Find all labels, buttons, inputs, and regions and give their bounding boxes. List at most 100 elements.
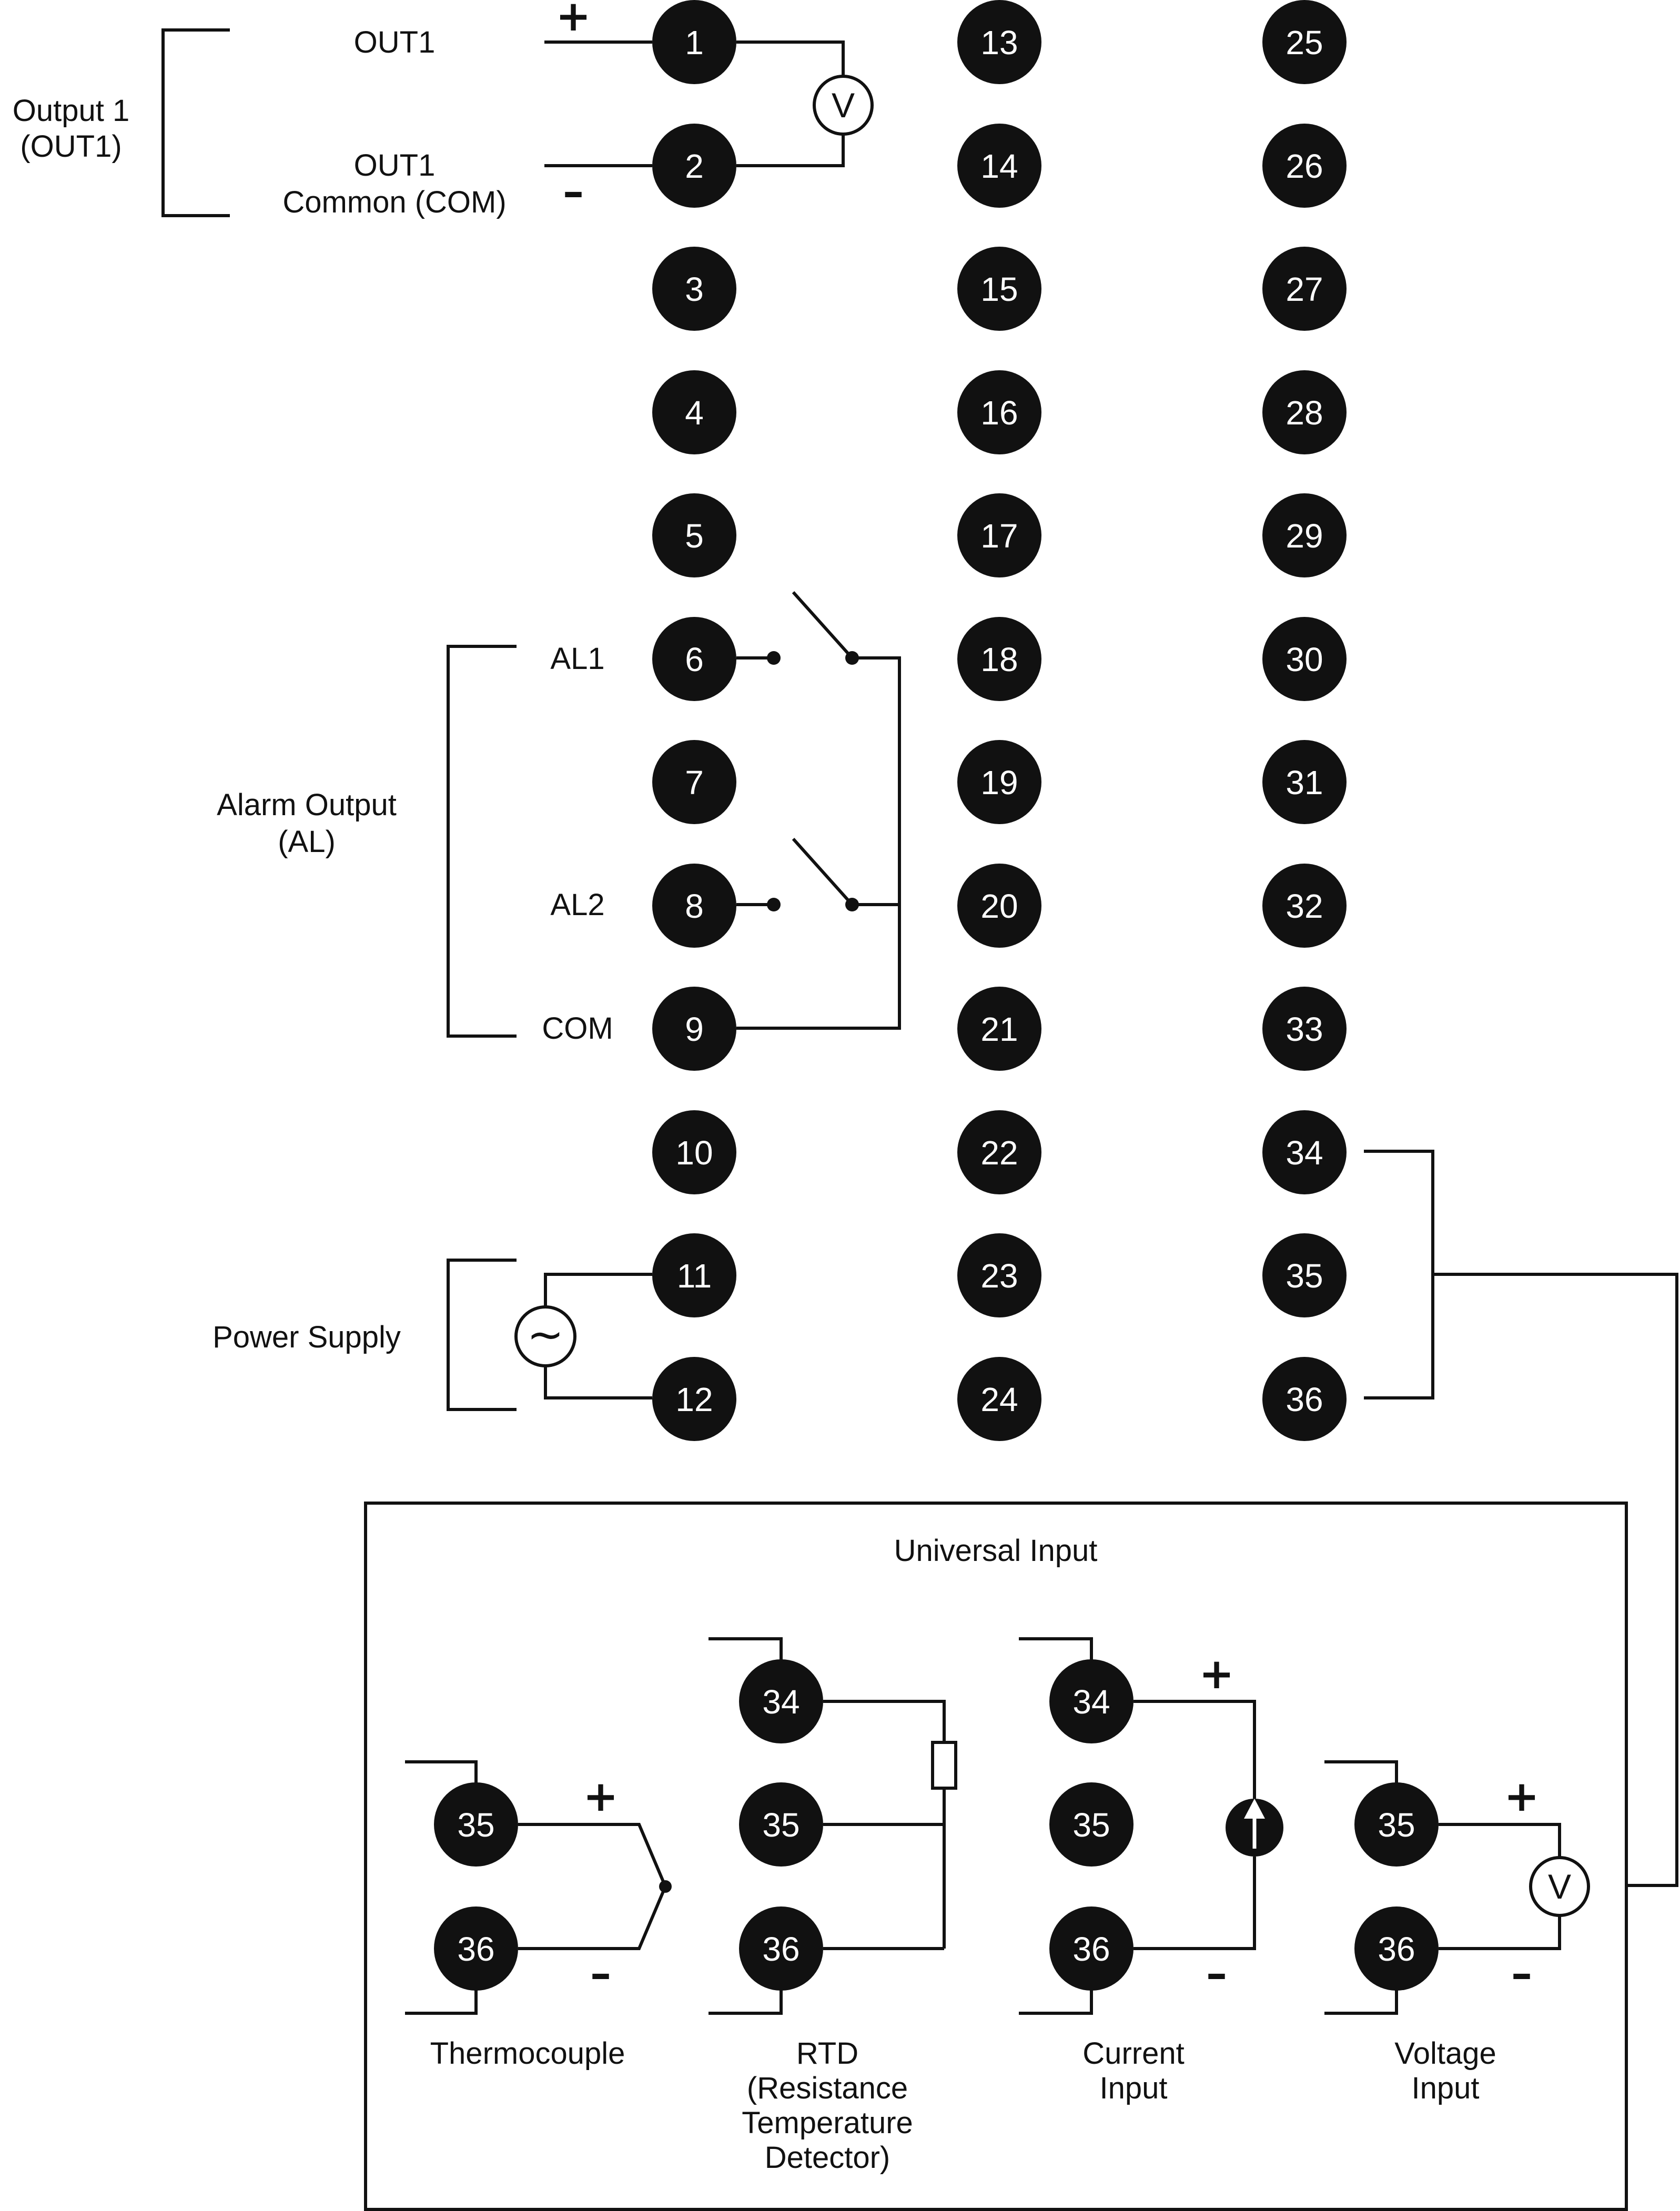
- terminal-31-circle: [1262, 740, 1347, 824]
- power-group: Power Supply ~: [212, 1259, 652, 1411]
- power-wire-top: [544, 1273, 652, 1306]
- output1-group-label: Output 1: [13, 94, 129, 128]
- current-terminal-35: 35: [1049, 1782, 1134, 1867]
- input-bus-lead: [1433, 1273, 1678, 1887]
- universal-input-frame: [364, 1502, 1628, 2211]
- thermocouple-terminal-36-circle: [434, 1906, 518, 1991]
- terminal-16: 16: [957, 370, 1041, 454]
- terminal-34: 34: [1262, 1110, 1347, 1194]
- terminal-12: 12: [652, 1357, 736, 1441]
- terminal-17-circle: [957, 493, 1041, 577]
- terminal-7: 7: [652, 740, 736, 824]
- terminal-7-circle: [652, 740, 736, 824]
- terminal-33: 33: [1262, 987, 1347, 1071]
- terminal-15-circle: [957, 247, 1041, 331]
- al2-relay-switch-icon: [792, 837, 854, 906]
- current-minus-sign: –: [1206, 1949, 1227, 1998]
- terminal-22-number: 22: [980, 1134, 1018, 1172]
- output1-group-sublabel: (OUT1): [20, 129, 122, 164]
- terminal-31: 31: [1262, 740, 1347, 824]
- out1-common-label-line2: Common (COM): [282, 185, 506, 219]
- terminal-4-number: 4: [685, 394, 704, 432]
- terminal-4-circle: [652, 370, 736, 454]
- terminal-24-circle: [957, 1357, 1041, 1441]
- terminal-10-circle: [652, 1110, 736, 1194]
- al1-label: AL1: [550, 642, 604, 676]
- terminal-19-circle: [957, 740, 1041, 824]
- terminal-22: 22: [957, 1110, 1041, 1194]
- terminal-22-circle: [957, 1110, 1041, 1194]
- terminal-20: 20: [957, 864, 1041, 948]
- terminal-14-circle: [957, 124, 1041, 208]
- terminal-19: 19: [957, 740, 1041, 824]
- alarm-com-label: COM: [542, 1011, 613, 1046]
- rtd-terminal-35: 35: [739, 1782, 823, 1867]
- alarm-common-bus: [736, 656, 901, 1030]
- rtd-terminal-35-circle: [739, 1782, 823, 1867]
- terminal-18-circle: [957, 617, 1041, 701]
- al2-label: AL2: [550, 888, 604, 922]
- voltage-terminal-35: 35: [1354, 1782, 1439, 1867]
- terminal-6: 6: [652, 617, 736, 701]
- out1-minus-sign: –: [563, 167, 584, 216]
- terminal-27-number: 27: [1286, 270, 1323, 308]
- terminal-30: 30: [1262, 617, 1347, 701]
- terminal-5: 5: [652, 493, 736, 577]
- terminal-33-circle: [1262, 987, 1347, 1071]
- thermocouple-junction-dot: [659, 1880, 672, 1893]
- terminal-3: 3: [652, 247, 736, 331]
- terminal-30-number: 30: [1286, 641, 1323, 678]
- current-label-line1: Current: [1082, 2036, 1184, 2071]
- terminal-32-circle: [1262, 864, 1347, 948]
- terminal-3-circle: [652, 247, 736, 331]
- terminal-33-number: 33: [1286, 1010, 1323, 1048]
- terminal-12-number: 12: [675, 1381, 713, 1418]
- terminal-9-circle: [652, 987, 736, 1071]
- thermocouple-terminal-35: 35: [434, 1782, 518, 1867]
- current-source-arrow-head: [1244, 1799, 1265, 1819]
- resistor-icon: [931, 1741, 957, 1790]
- voltage-input-group: V + – Voltage Input: [1324, 1760, 1590, 2105]
- terminal-2-circle: [652, 124, 736, 208]
- voltage-meter-symbol: V: [1548, 1867, 1571, 1906]
- thermocouple-terminal-35-number: 35: [457, 1806, 494, 1844]
- current-terminal-34-circle: [1049, 1659, 1134, 1743]
- terminal-6-circle: [652, 617, 736, 701]
- terminal-25-circle: [1262, 0, 1347, 84]
- terminal-13-number: 13: [980, 24, 1018, 62]
- thermocouple-label: Thermocouple: [430, 2036, 625, 2071]
- terminal-23: 23: [957, 1233, 1041, 1317]
- rtd-terminal-34-number: 34: [762, 1683, 799, 1721]
- terminal-32-number: 32: [1286, 887, 1323, 925]
- rtd-wire-34: [823, 1700, 946, 1742]
- rtd-label-line2: (Resistance: [747, 2071, 908, 2105]
- terminal-23-number: 23: [980, 1257, 1018, 1295]
- rtd-lead-bottom: [709, 1990, 783, 2015]
- thermocouple-terminal-36-number: 36: [457, 1930, 494, 1968]
- voltage-terminal-36-circle: [1354, 1906, 1439, 1991]
- out1-common-label-line1: OUT1: [354, 148, 436, 182]
- thermocouple-lead-bottom: [405, 1990, 478, 2015]
- terminal-16-number: 16: [980, 394, 1018, 432]
- rtd-terminal-34-circle: [739, 1659, 823, 1743]
- thermocouple-terminal-35-circle: [434, 1782, 518, 1867]
- terminal-31-number: 31: [1286, 764, 1323, 802]
- terminal-16-circle: [957, 370, 1041, 454]
- current-wire-36: [1134, 1857, 1256, 1950]
- voltage-wire-36: [1439, 1915, 1561, 1950]
- terminal-20-circle: [957, 864, 1041, 948]
- current-terminal-36: 36: [1049, 1906, 1134, 1991]
- input-bus-bracket: [1364, 1150, 1434, 1399]
- terminal-28-number: 28: [1286, 394, 1323, 432]
- thermocouple-terminal-36: 36: [434, 1906, 518, 1991]
- terminal-24-number: 24: [980, 1381, 1018, 1418]
- voltage-lead-bottom: [1324, 1990, 1398, 2015]
- ac-source-icon: [514, 1305, 576, 1367]
- out1-label: OUT1: [354, 25, 436, 59]
- terminal-1-number: 1: [685, 24, 704, 62]
- terminal-11-circle: [652, 1233, 736, 1317]
- voltage-terminal-36-number: 36: [1378, 1930, 1415, 1968]
- current-terminal-34-number: 34: [1072, 1683, 1110, 1721]
- thermocouple-minus-sign: –: [590, 1949, 611, 1998]
